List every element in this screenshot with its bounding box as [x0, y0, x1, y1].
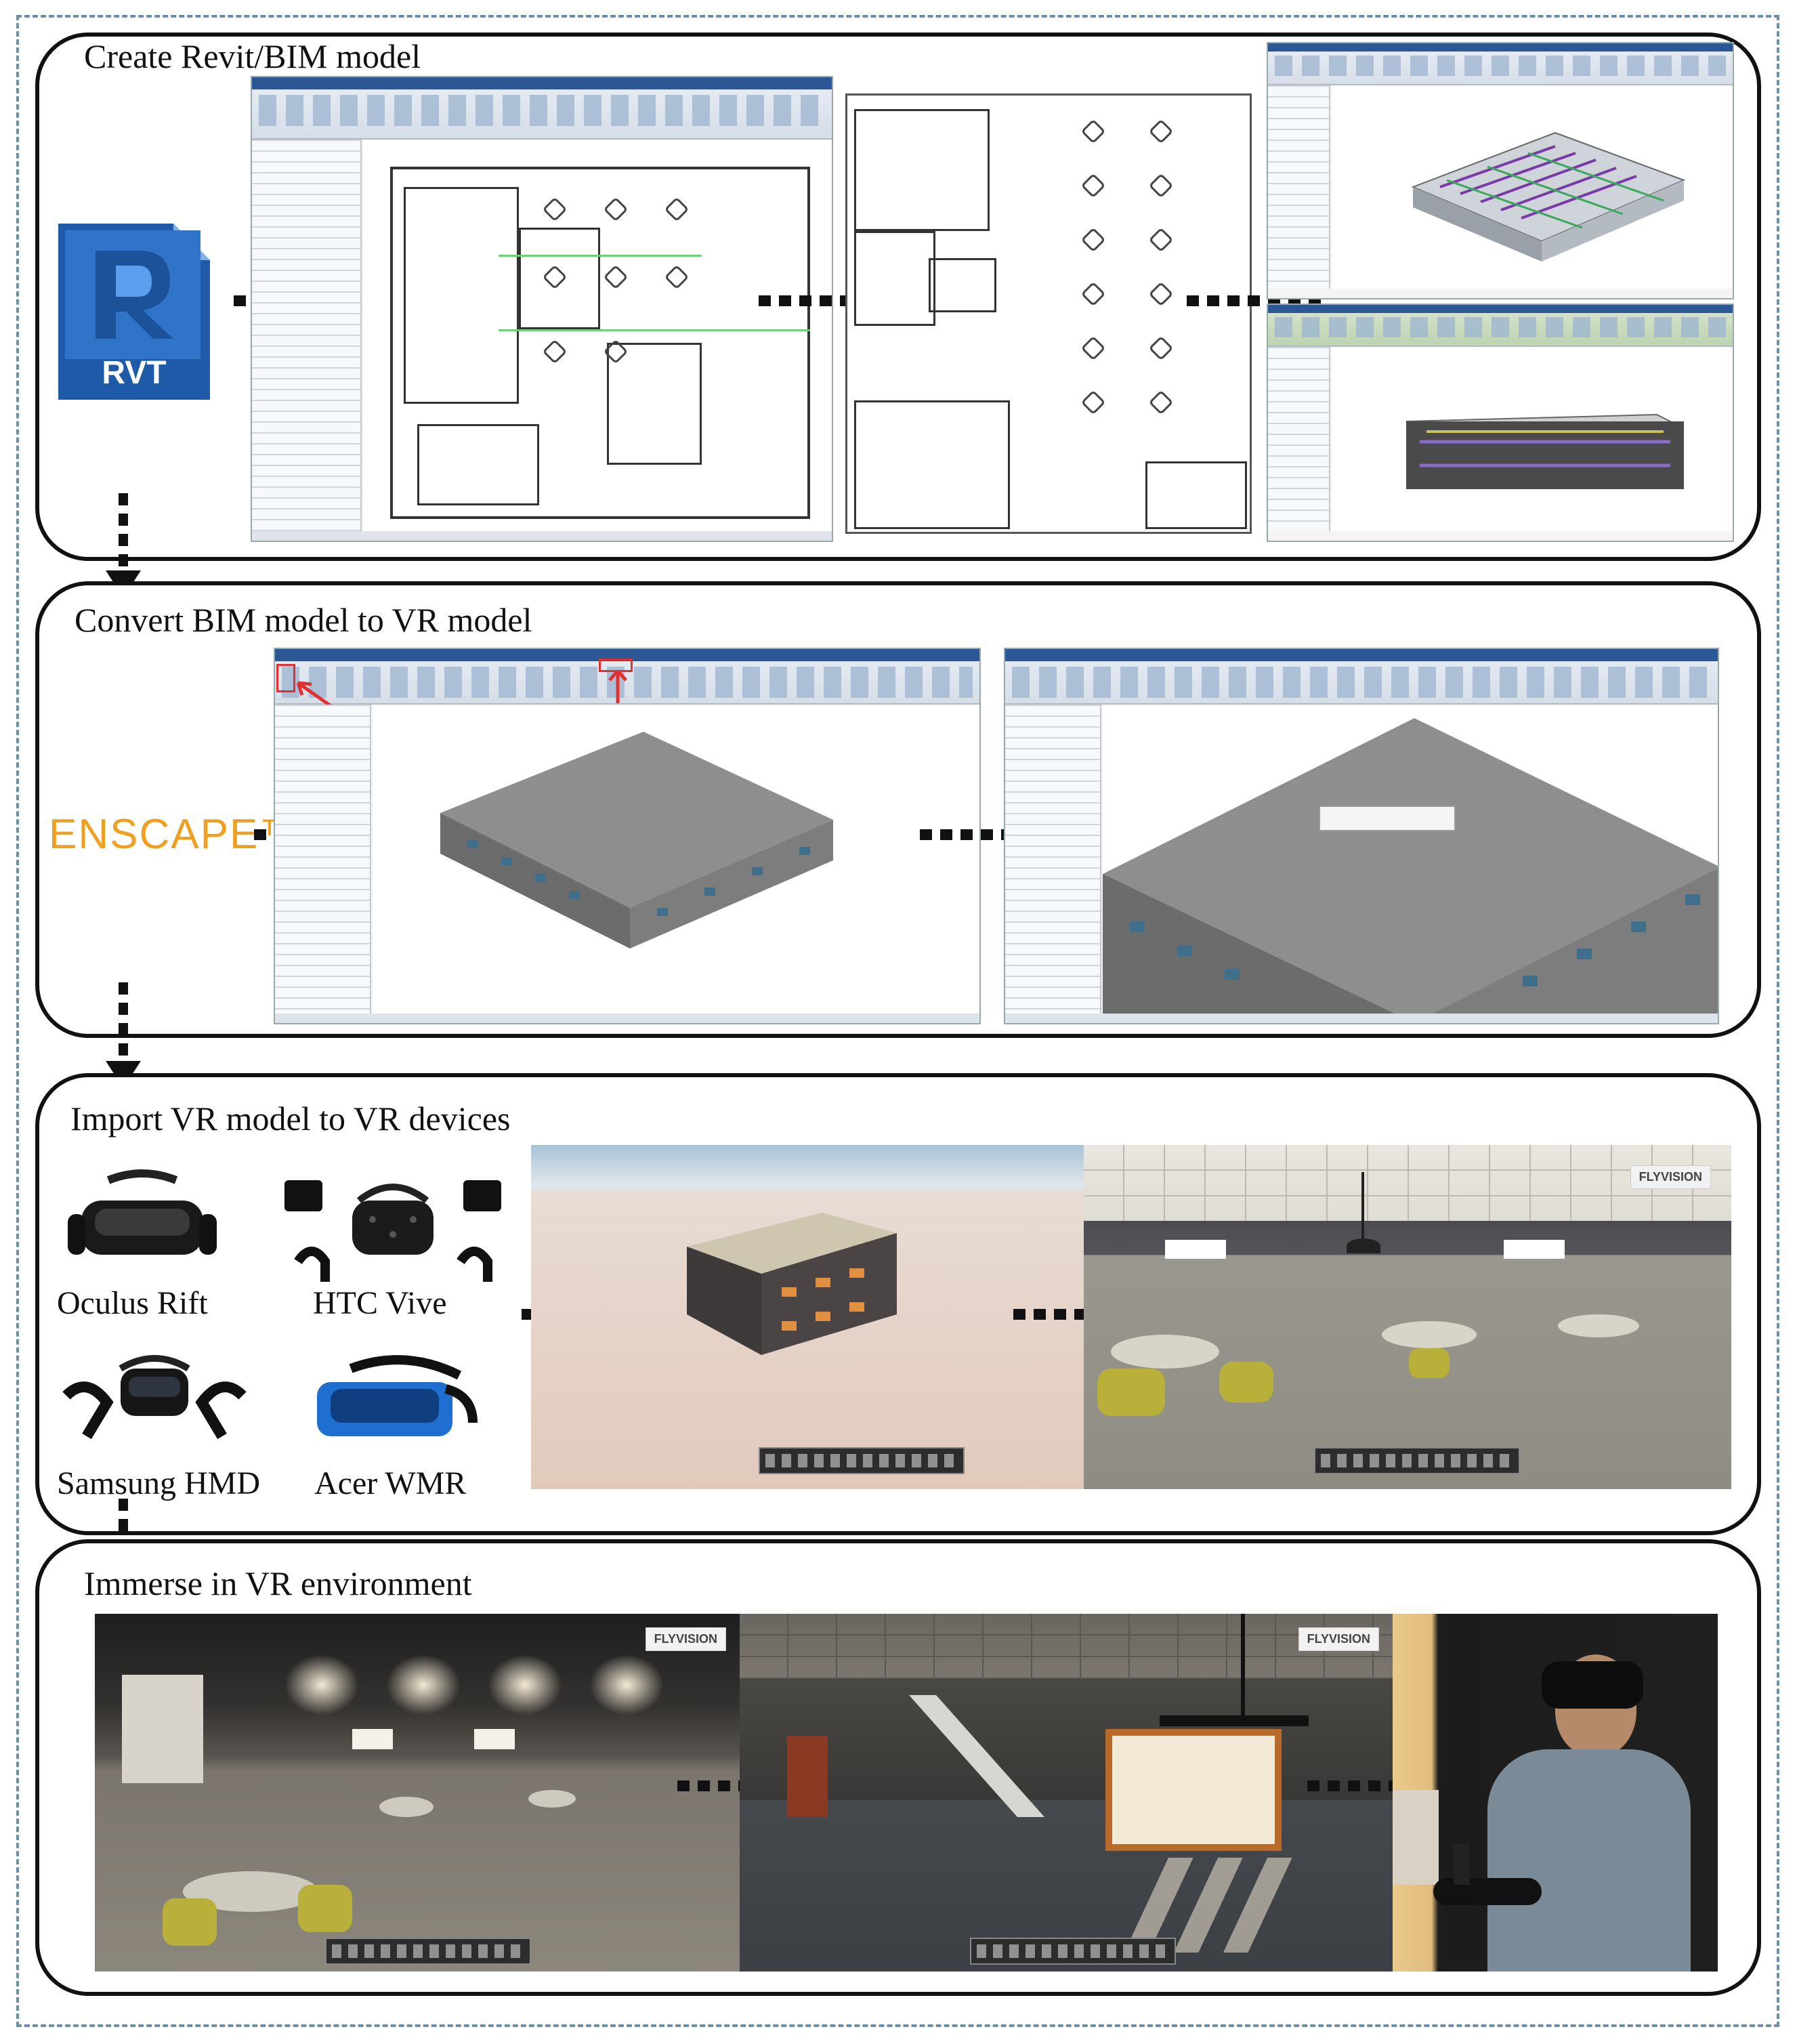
device-label-acer-wmr: Acer WMR: [314, 1465, 467, 1501]
vr-toolbar: [759, 1447, 965, 1474]
red-pointer-arrow-icon-2: [608, 669, 627, 703]
rvt-file-icon: [58, 224, 210, 400]
stage-title-convert-vr: Convert BIM model to VR model: [75, 601, 532, 639]
floor-plan-drawing: [845, 93, 1252, 534]
vr-toolbar: [1314, 1447, 1520, 1474]
staircase-graphic: [909, 1695, 1044, 1817]
htc-vive-headset-icon: [284, 1180, 501, 1282]
bim-solid-model-zoom-graphic: [1103, 718, 1718, 1023]
mep-3d-model-graphic: [1411, 131, 1686, 262]
vr-building-exterior-graphic: [687, 1213, 897, 1355]
stage-title-immerse-vr: Immerse in VR environment: [84, 1564, 472, 1602]
vr-immersive-lobby-view: FLYVISION: [740, 1614, 1393, 1972]
stage-title-create-bim: Create Revit/BIM model: [84, 37, 421, 75]
enscape-start-button-highlight: [276, 664, 295, 692]
samsung-hmd-headset-icon: [62, 1355, 247, 1440]
vr-interior-view: FLYVISION: [1084, 1145, 1731, 1489]
enscape-revit-window-1: [274, 648, 981, 1024]
rvt-logo-text: RVT: [102, 355, 167, 391]
flyvision-logo-2: FLYVISION: [645, 1627, 726, 1651]
revit-ribbon: [252, 77, 832, 140]
vr-exterior-view: [531, 1145, 1086, 1489]
oculus-rift-headset-icon: [68, 1169, 217, 1255]
revit-properties-panel: [252, 140, 362, 531]
flyvision-logo: FLYVISION: [1630, 1165, 1711, 1189]
flyvision-logo-3: FLYVISION: [1298, 1627, 1379, 1651]
enscape-revit-window-2: [1004, 648, 1719, 1024]
device-label-samsung-hmd: Samsung HMD: [57, 1465, 261, 1501]
device-label-htc-vive: HTC Vive: [313, 1285, 447, 1321]
revit-floor-plan-canvas: [363, 140, 832, 531]
bim-solid-model-graphic: [440, 732, 833, 948]
down-arrow-2-shaft: [119, 982, 128, 1057]
building-3d-model-graphic: [1405, 413, 1685, 489]
vr-toolbar: [325, 1938, 531, 1965]
person-using-vr-headset-photo: [1393, 1614, 1718, 1972]
vr-toolbar: [970, 1938, 1176, 1965]
vr-immersive-cafeteria-view: FLYVISION: [95, 1614, 740, 1972]
red-pointer-arrow-icon: [296, 681, 333, 709]
stage-title-import-devices: Import VR model to VR devices: [70, 1100, 511, 1138]
down-arrow-1-shaft: [119, 493, 128, 568]
rvt-file-logo: RVT: [58, 224, 210, 400]
acer-wmr-headset-icon: [317, 1355, 478, 1436]
revit-3d-mep-window: [1267, 42, 1734, 299]
revit-3d-building-window: [1267, 304, 1734, 542]
outer-dashed-frame: [16, 15, 1779, 2027]
device-label-oculus-rift: Oculus Rift: [57, 1285, 208, 1321]
revit-floor-plan-window: [251, 76, 833, 542]
